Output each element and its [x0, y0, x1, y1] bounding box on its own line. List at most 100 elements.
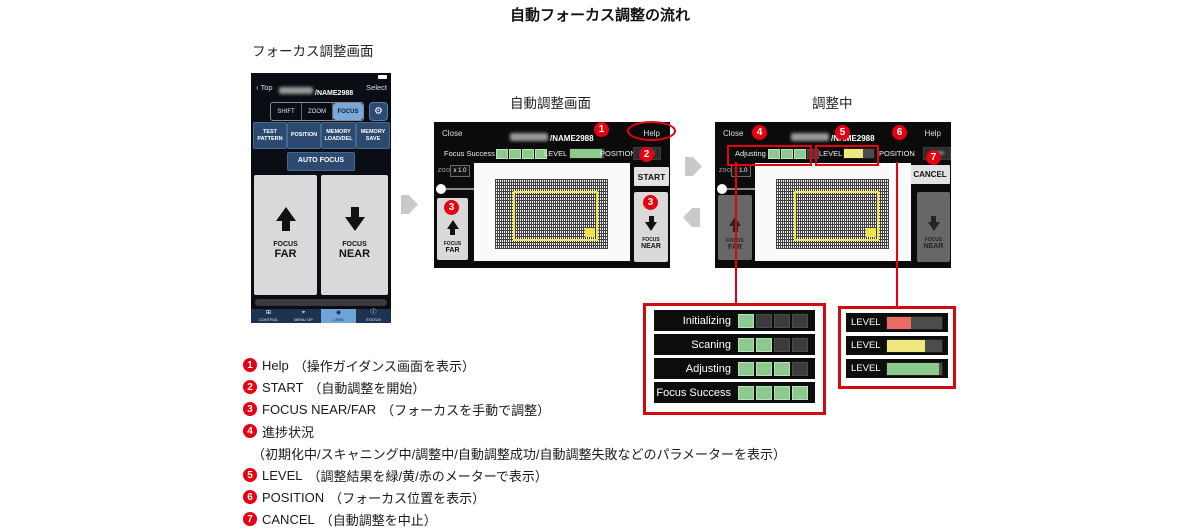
- label-adjusting-screen: 調整中: [812, 96, 853, 111]
- progress-block: [738, 385, 754, 400]
- progress-block: [738, 313, 754, 328]
- focus-near-label-1: FOCUS: [642, 237, 660, 243]
- focus-far-label-2: FAR: [445, 247, 460, 254]
- nav-status[interactable]: ⓘ STATUS: [356, 309, 391, 323]
- progress-block: [756, 385, 772, 400]
- progress-row-adjusting: Adjusting: [654, 358, 815, 379]
- progress-block: [792, 313, 808, 328]
- start-button[interactable]: START: [634, 167, 669, 186]
- nav-control-label: CONTROL: [258, 317, 279, 322]
- focus-far-label-1: FOCUS: [273, 241, 298, 248]
- focus-area-corner-marker: [866, 228, 876, 237]
- select-button[interactable]: Select: [366, 83, 387, 92]
- level-row-label: LEVEL: [851, 317, 881, 328]
- connector-line-level: [896, 162, 898, 308]
- nav-lens[interactable]: ◉ LENS: [321, 309, 356, 323]
- level-meter: [843, 148, 875, 159]
- level-highlight-box: [815, 145, 879, 166]
- focus-near-label-1: FOCUS: [924, 237, 943, 243]
- tab-zoom[interactable]: ZOOM: [302, 103, 333, 120]
- position-label: POSITION: [600, 149, 636, 158]
- menu-op-crosshair-icon: ⌖: [301, 309, 306, 316]
- test-pattern-button[interactable]: TEST PATTERN: [253, 122, 287, 149]
- scroll-indicator[interactable]: [255, 299, 387, 306]
- auto-adjust-screen: Close /NAME2988 Help Focus Success LEVEL…: [434, 122, 670, 268]
- nav-status-label: STATUS: [365, 317, 382, 322]
- focus-near-button[interactable]: FOCUS NEAR: [321, 175, 388, 295]
- label-focus-screen: フォーカス調整画面: [252, 44, 374, 59]
- zoom-value: x 1.0: [731, 165, 751, 177]
- down-arrow-icon: [645, 216, 657, 231]
- shift-zoom-focus-tab-group: SHIFT ZOOM FOCUS: [270, 102, 364, 121]
- progress-block: [774, 337, 790, 352]
- progress-row-initializing: Initializing: [654, 310, 815, 331]
- control-grid-icon: ⊞: [265, 309, 272, 316]
- gear-icon[interactable]: ⚙: [369, 102, 388, 121]
- level-row-meter: [885, 315, 943, 330]
- nav-control[interactable]: ⊞ CONTROL: [251, 309, 286, 323]
- memory-save-button[interactable]: MEMORY SAVE: [356, 122, 390, 149]
- progress-block: [768, 149, 780, 159]
- flow-arrow-left-icon: [683, 208, 700, 227]
- auto-focus-button[interactable]: AUTO FOCUS: [287, 152, 355, 171]
- legend-badge: 6: [243, 490, 257, 504]
- level-row-green: LEVEL: [846, 359, 948, 378]
- progress-row-blocks: [738, 313, 808, 328]
- focus-area-frame: [794, 191, 879, 241]
- device-name: /NAME2988: [279, 82, 353, 100]
- focus-far-button[interactable]: FOCUS FAR: [254, 175, 317, 295]
- legend-desc: （自動調整を開始）: [308, 380, 426, 396]
- camera-preview-panel: [474, 163, 630, 261]
- cancel-button[interactable]: CANCEL: [910, 165, 950, 184]
- zoom-slider-knob[interactable]: [436, 184, 446, 194]
- progress-block: [794, 149, 806, 159]
- zoom-value: x 1.0: [450, 165, 470, 177]
- legend-badge: 1: [243, 358, 257, 372]
- progress-block: [774, 313, 790, 328]
- legend-term: 進捗状況: [262, 424, 315, 440]
- legend-row-progress-detail: （初期化中/スキャニング中/調整中/自動調整成功/自動調整失敗などのパラメーター…: [243, 442, 786, 464]
- legend-row-start: 2 START （自動調整を開始）: [243, 376, 786, 398]
- legend-row-progress: 4 進捗状況: [243, 420, 786, 442]
- progress-block: [756, 313, 772, 328]
- back-button[interactable]: ‹ Top: [256, 83, 273, 92]
- label-auto-screen: 自動調整画面: [510, 96, 591, 111]
- tab-focus[interactable]: FOCUS: [333, 103, 363, 120]
- zoom-slider-track: [440, 188, 480, 190]
- meter-fill: [886, 362, 940, 375]
- bottom-nav: ⊞ CONTROL ⌖ MENU OP ◉ LENS ⓘ STATUS: [251, 309, 391, 323]
- legend-desc: （フォーカスを手動で調整）: [381, 402, 551, 418]
- position-button[interactable]: POSITION: [287, 122, 321, 149]
- memory-load-del-button[interactable]: MEMORY LOAD/DEL: [321, 122, 356, 149]
- help-button[interactable]: Help: [924, 129, 941, 138]
- nav-menu-op[interactable]: ⌖ MENU OP: [286, 309, 321, 323]
- redacted-device-prefix: [510, 132, 548, 141]
- legend-term: START: [262, 379, 304, 395]
- legend-row-help: 1 Help （操作ガイダンス画面を表示）: [243, 354, 786, 376]
- progress-block: [509, 149, 521, 159]
- close-button[interactable]: Close: [723, 129, 744, 138]
- meter-fill: [844, 149, 863, 158]
- progress-block: [522, 149, 534, 159]
- legend-term: FOCUS NEAR/FAR: [262, 401, 377, 417]
- tab-shift[interactable]: SHIFT: [271, 103, 302, 120]
- legend-term: LEVEL: [262, 467, 303, 483]
- level-meters-callout: LEVEL LEVEL LEVEL: [838, 306, 956, 389]
- focus-near-button-disabled: FOCUS NEAR: [917, 192, 950, 262]
- progress-block: [496, 149, 508, 159]
- progress-block: [792, 385, 808, 400]
- meter-fill: [570, 149, 602, 158]
- legend-term: Help: [262, 357, 289, 373]
- annotation-badge-start: 2: [639, 147, 654, 162]
- zoom-slider-track: [721, 188, 761, 190]
- connector-line-progress: [735, 162, 737, 305]
- progress-row-scaning: Scaning: [654, 334, 815, 355]
- level-row-meter: [885, 338, 943, 353]
- zoom-label: ZOOM: [438, 168, 455, 174]
- redacted-device-prefix: [279, 87, 313, 95]
- close-button[interactable]: Close: [442, 129, 463, 138]
- legend-badge: 4: [243, 424, 257, 438]
- flow-arrow-right-icon: [685, 157, 702, 176]
- up-arrow-icon: [275, 207, 296, 231]
- zoom-slider-knob[interactable]: [717, 184, 727, 194]
